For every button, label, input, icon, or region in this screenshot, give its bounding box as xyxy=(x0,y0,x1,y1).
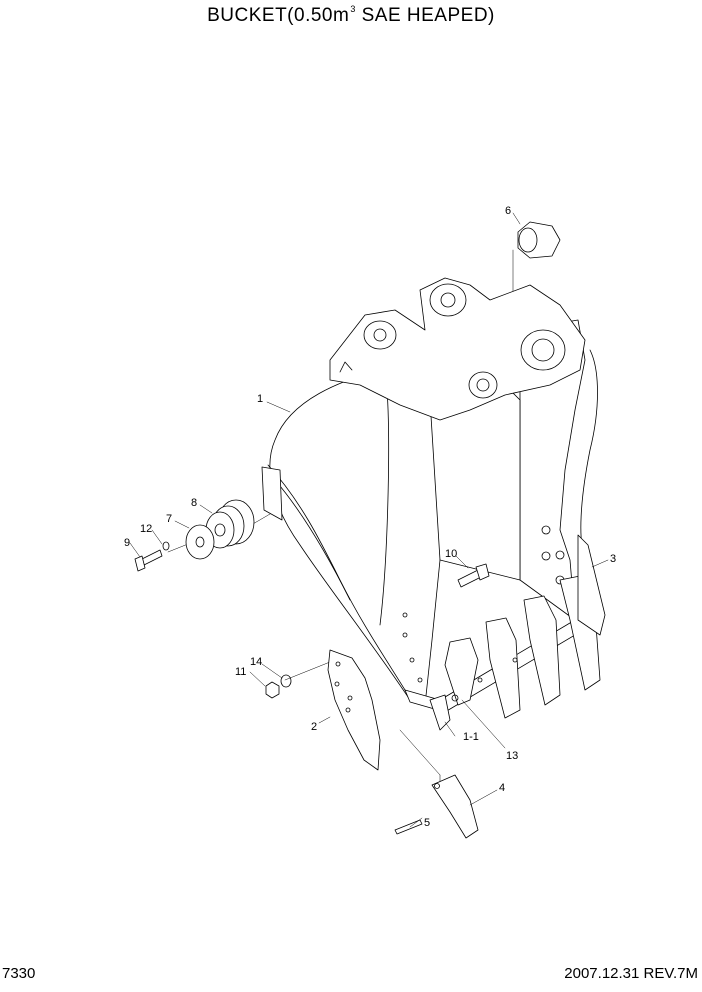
bolt-part xyxy=(134,549,163,572)
callout-9: 9 xyxy=(124,537,130,549)
callout-2: 2 xyxy=(311,721,317,733)
tooth-part xyxy=(431,774,479,839)
callout-leaders xyxy=(129,212,609,828)
bushing-part xyxy=(517,221,561,259)
callout-10: 10 xyxy=(445,548,457,560)
title-prefix: BUCKET(0.50m xyxy=(207,5,350,26)
callout-5: 5 xyxy=(424,817,430,829)
side-cutter-plate xyxy=(327,649,381,771)
callout-1: 1 xyxy=(257,393,263,405)
teeth-row xyxy=(429,575,601,731)
title-superscript: 3 xyxy=(350,4,356,14)
callout-3: 3 xyxy=(610,553,616,565)
callout-4: 4 xyxy=(499,782,505,794)
plate-washer-part xyxy=(185,524,215,560)
callout-12: 12 xyxy=(140,523,152,535)
callout-7: 7 xyxy=(166,513,172,525)
callout-13: 13 xyxy=(506,750,518,762)
callout-11: 11 xyxy=(235,666,246,678)
callout-1-1: 1-1 xyxy=(463,731,479,743)
callout-14: 14 xyxy=(250,656,262,668)
spacer-part xyxy=(205,499,255,549)
revision-date: 2007.12.31 REV.7M xyxy=(564,965,698,982)
callout-6: 6 xyxy=(505,205,511,217)
bucket-body xyxy=(261,277,598,713)
title-suffix: SAE HEAPED) xyxy=(355,5,495,26)
diagram-title: BUCKET(0.50m3 SAE HEAPED) xyxy=(0,4,702,27)
small-washer-part xyxy=(162,541,170,551)
side-cutter xyxy=(577,534,606,636)
pin-part xyxy=(394,819,423,835)
page-number: 7330 xyxy=(2,965,36,982)
callout-8: 8 xyxy=(191,497,197,509)
side-bolt-part xyxy=(457,563,490,588)
nut-washer-part xyxy=(265,674,292,699)
callout-labels: 1 1-1 2 3 4 5 6 7 8 9 10 11 12 13 14 xyxy=(124,205,616,829)
